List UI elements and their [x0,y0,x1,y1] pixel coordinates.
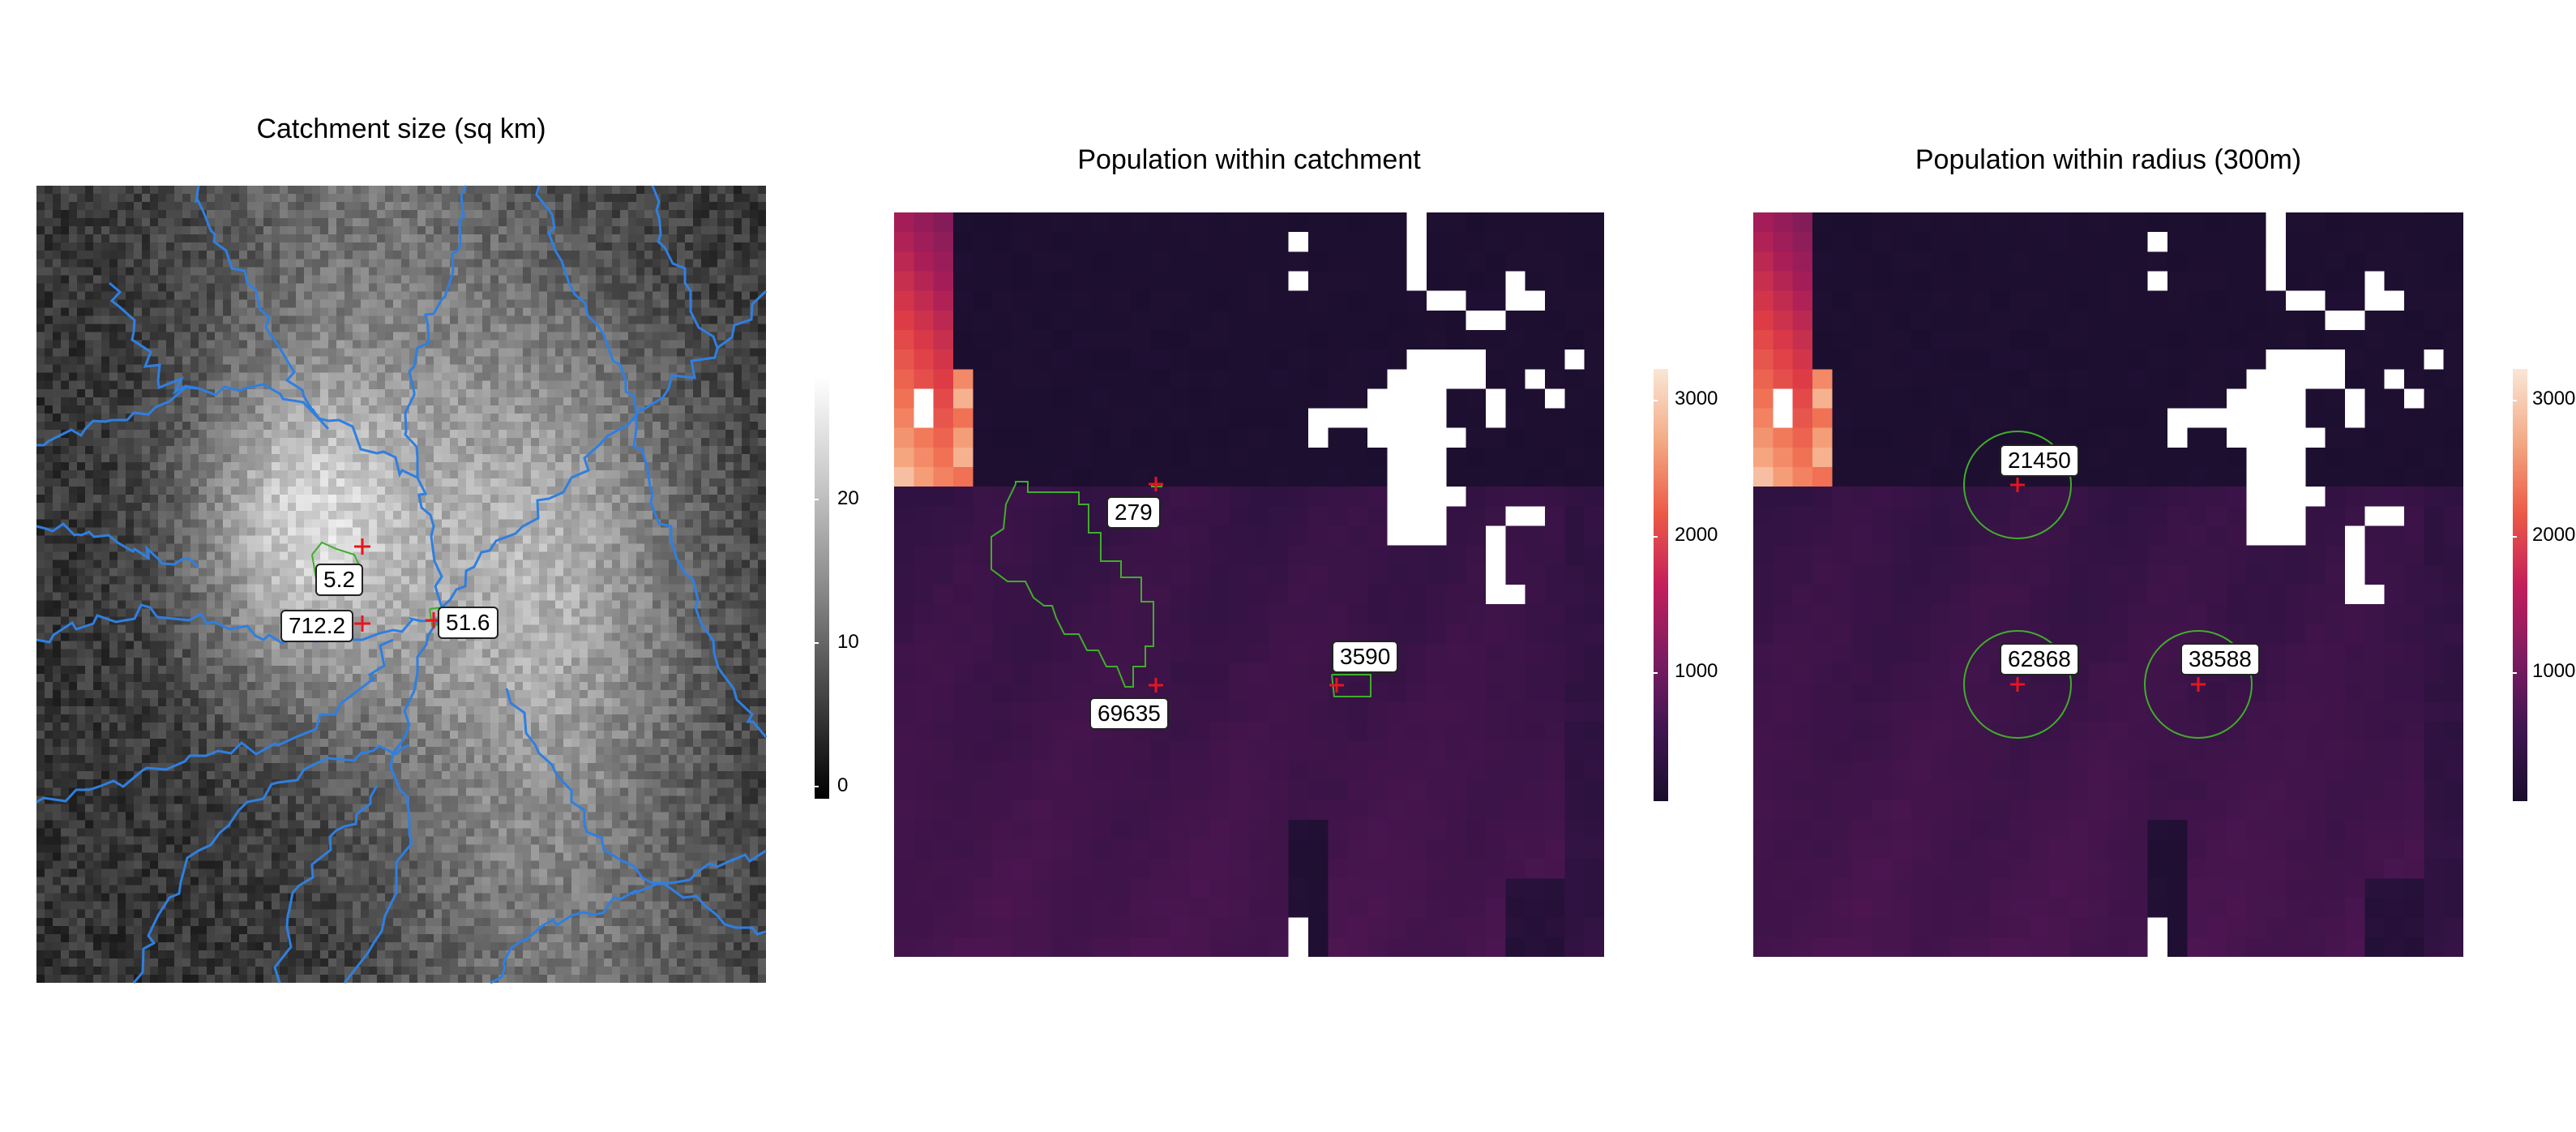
legend-tick: 3000 [1675,388,1718,409]
panel-title-catchment-size: Catchment size (sq km) [256,114,546,144]
legend-tick: 20 [837,487,859,509]
population-label-1: 279 [1106,496,1161,529]
legend-tick: 1000 [1675,660,1718,682]
legend-tick: 3000 [2532,388,2576,409]
point-markers [2010,478,2206,692]
catchment-label-3: 51.6 [438,607,499,639]
legend-tick: 0 [837,774,849,796]
outlet-markers [1149,477,1344,692]
river-line [490,849,767,984]
radius-label-3: 38588 [2180,643,2260,675]
river-line [132,744,410,984]
panel-title-population-radius: Population within radius (300m) [1915,144,2302,175]
river-line [343,185,468,984]
panel2-overlay [991,477,1371,697]
river-line [273,785,379,984]
panel-title-population-catchment: Population within catchment [1077,144,1421,175]
legend-tick: 10 [837,631,859,653]
legend-tick: 1000 [2532,660,2576,682]
river-line [440,289,768,609]
radius-label-1: 21450 [2000,444,2079,477]
population-label-2: 69635 [1089,697,1169,730]
outlet-markers [354,538,442,632]
river-line [36,603,434,645]
elevation-raster [36,186,766,983]
river-line [195,185,330,431]
population-label-3: 3590 [1332,641,1399,673]
catchment-legend-bar [815,377,829,799]
river-line [535,185,768,738]
river-line [36,522,199,568]
river-line [651,185,719,349]
panel1-overlay [36,185,768,984]
population-legend-bar [1654,369,1668,801]
catchment-boundaries [991,481,1371,697]
catchment-label-2: 712.2 [280,610,354,642]
river-line [109,281,199,395]
population-legend-bar-2 [2513,369,2527,801]
panel3-overlay [1963,431,2253,739]
legend-tick: 2000 [2532,524,2576,546]
radius-circles [1963,431,2253,739]
river-line [36,638,394,804]
population-raster [894,212,1604,957]
legend-tick: 2000 [1675,524,1718,546]
catchment-label-1: 5.2 [315,564,363,596]
radius-label-2: 62868 [2000,643,2079,675]
river-line [36,383,418,479]
population-raster-radius [1753,212,2463,957]
river-line [505,688,767,936]
river-network [36,185,768,984]
